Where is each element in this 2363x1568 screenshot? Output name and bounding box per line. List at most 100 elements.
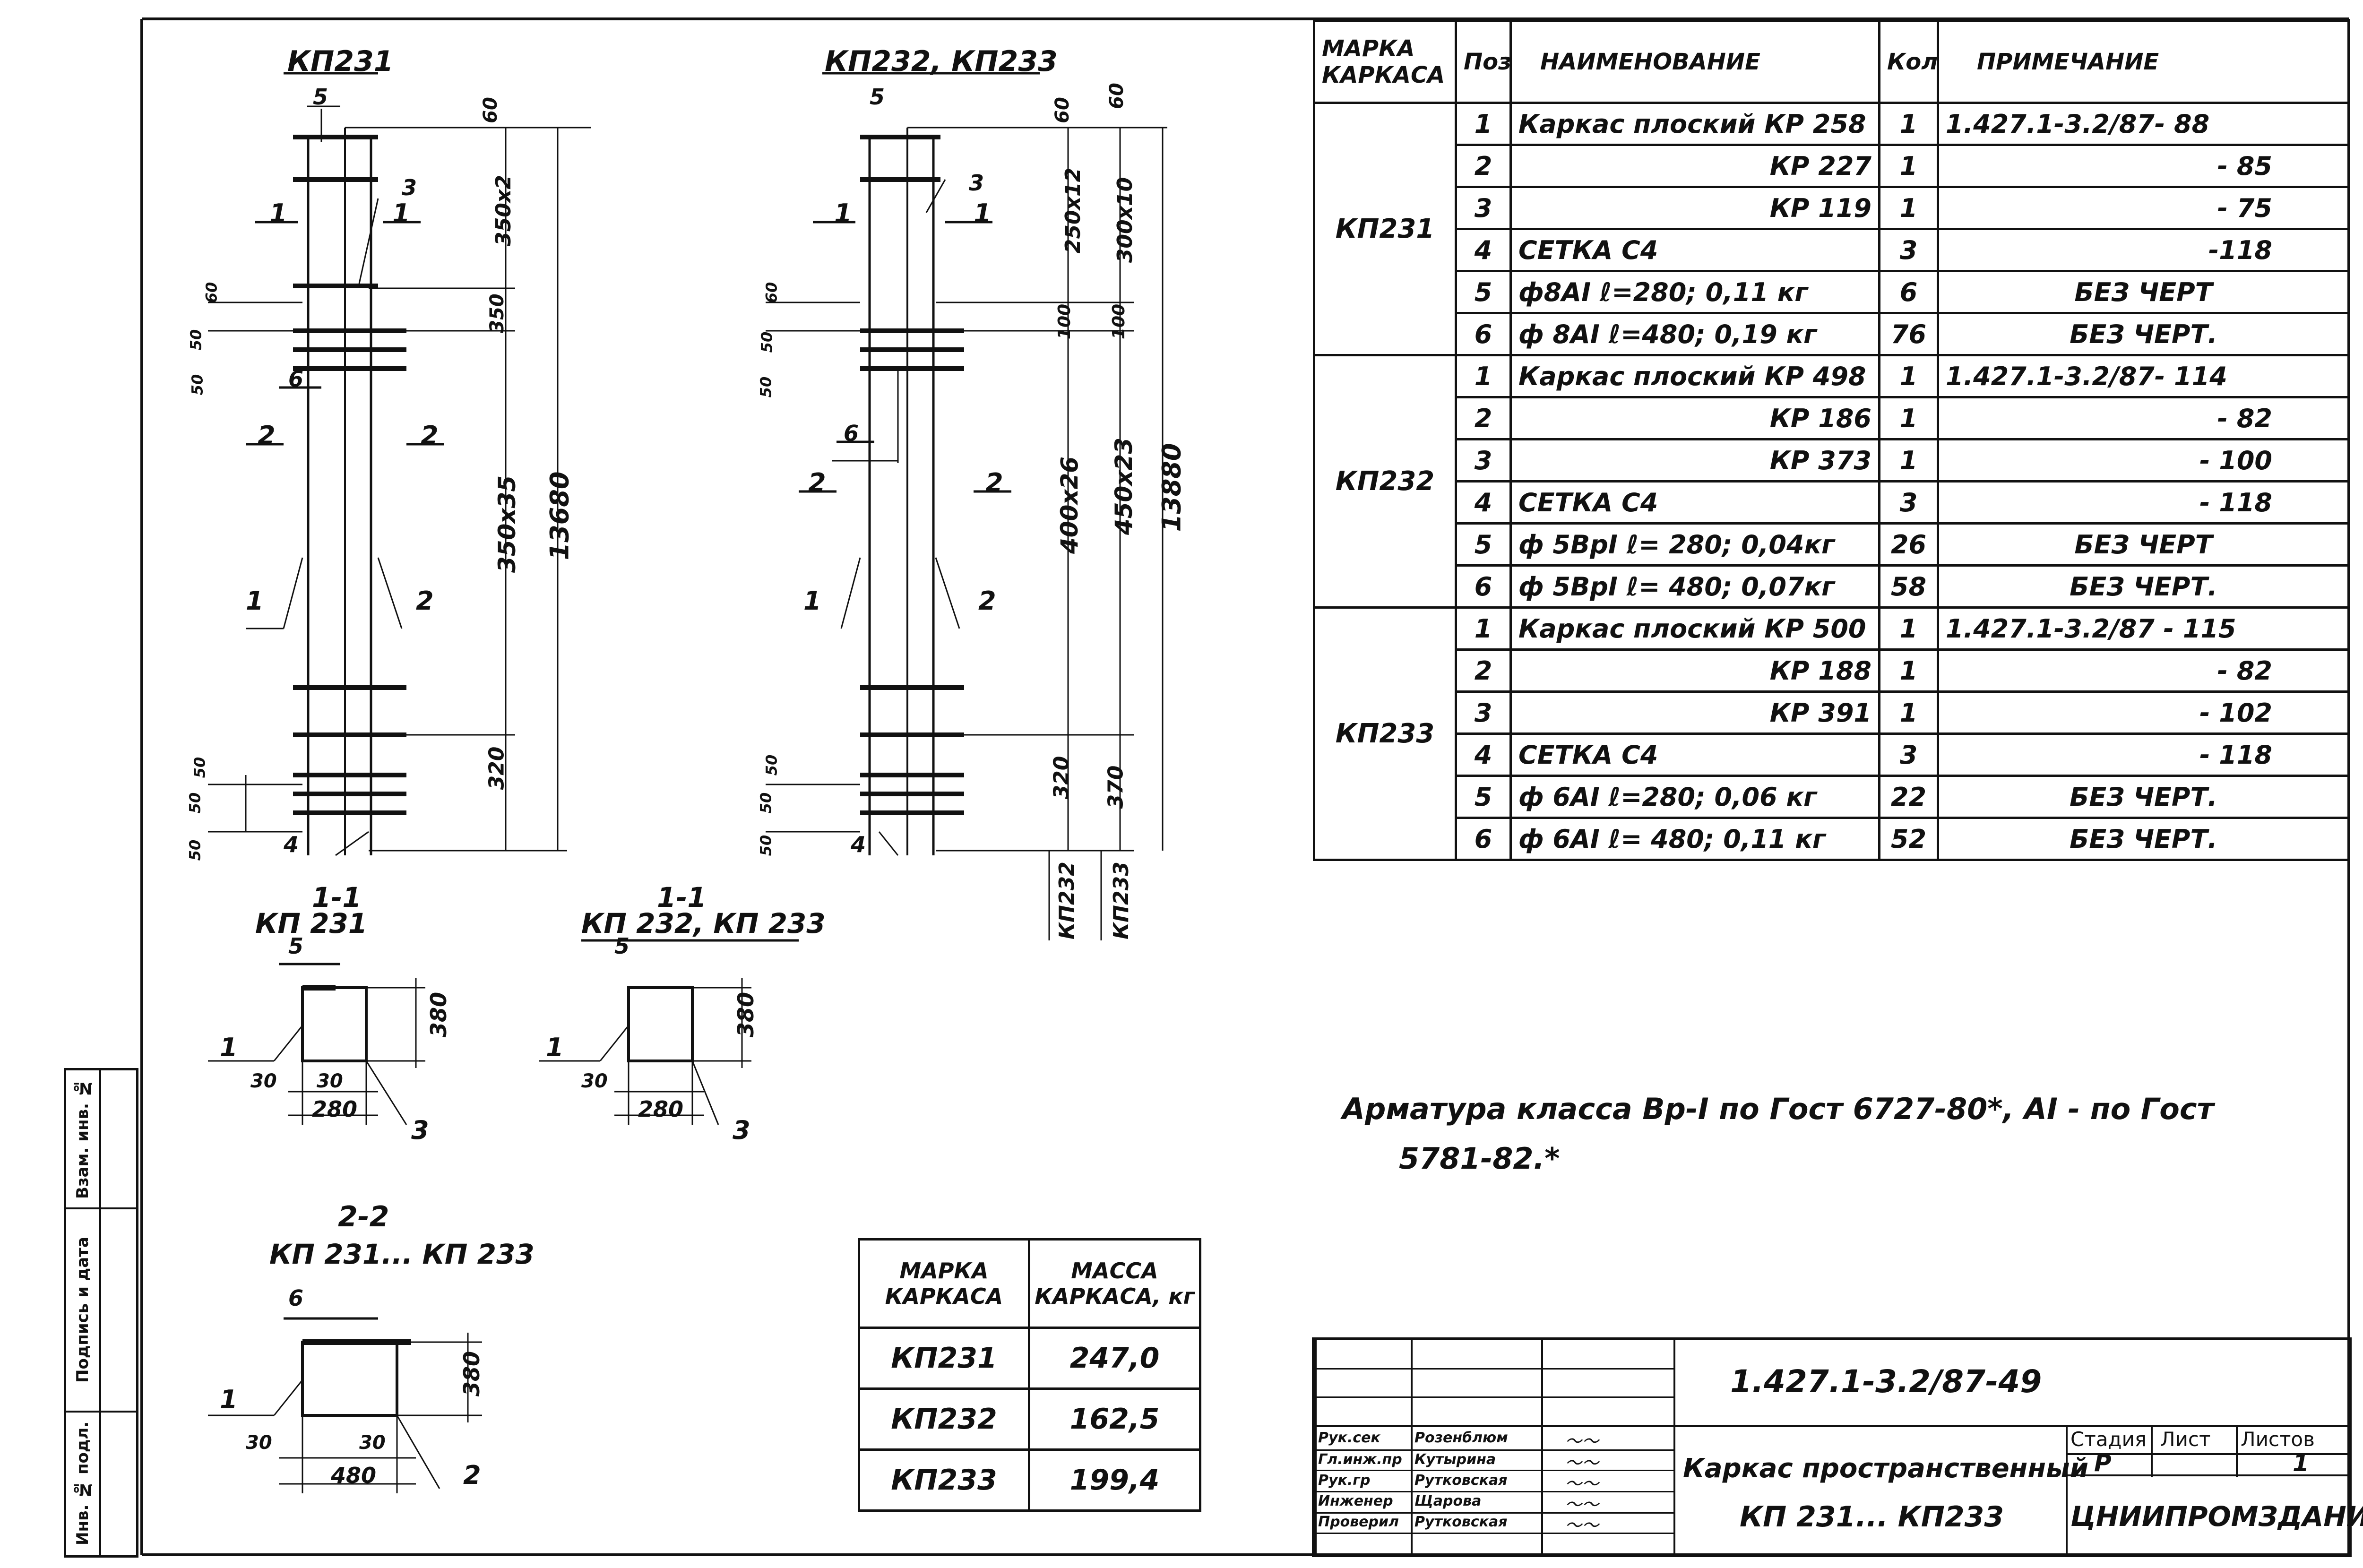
elev2-dl50: 50 — [758, 331, 776, 353]
mass-mass-cell: 199,4 — [1028, 1448, 1201, 1512]
elev1-sec2a: 2 — [258, 421, 276, 450]
elev1-d350x35: 350х35 — [493, 475, 521, 573]
signature: 〜〜 — [1565, 1474, 1599, 1494]
elev1-d13680: 13680 — [544, 471, 575, 560]
spec-note-cell: БЕЗ ЧЕРТ. — [1937, 312, 2350, 356]
spec-pos-cell: 1 — [1455, 354, 1512, 398]
spec-pos-cell: 6 — [1455, 564, 1512, 609]
mass-header-mark: МАРКА КАРКАСА — [858, 1238, 1030, 1329]
elev2-d320: 320 — [1049, 756, 1074, 800]
sec22-d380: 380 — [459, 1351, 485, 1397]
section-1-1-kp231 — [208, 963, 425, 1125]
spec-note-cell: - 102 — [1937, 690, 2350, 735]
mass-mark-cell: КП232 — [858, 1387, 1030, 1451]
staff-role: Инженер — [1318, 1493, 1393, 1509]
spec-note-cell: - 82 — [1937, 648, 2350, 693]
spec-header-qty: Кол. — [1878, 20, 1939, 104]
mass-mark-cell: КП233 — [858, 1448, 1030, 1512]
elev1-pos6: 6 — [288, 366, 304, 392]
spec-mark-cell: КП233 — [1313, 606, 1457, 861]
elev2-kp232: КП232 — [1054, 862, 1079, 939]
sec11b-p1: 1 — [546, 1033, 564, 1062]
spec-name-cell: СЕТКА С4 — [1509, 228, 1880, 272]
sec11b-d30: 30 — [581, 1070, 608, 1092]
elev2-d60b: 60 — [1105, 83, 1128, 109]
mass-mass-cell: 162,5 — [1028, 1387, 1201, 1451]
elev1-pos1: 1 — [246, 586, 264, 616]
sheet-label: Лист — [2160, 1428, 2211, 1451]
spec-name-cell: ф 6АI ℓ=280; 0,06 кг — [1509, 775, 1880, 819]
spec-note-cell: - 100 — [1937, 438, 2350, 482]
spec-pos-cell: 1 — [1455, 102, 1512, 146]
spec-name-cell: ф8АI ℓ=280; 0,11 кг — [1509, 270, 1880, 314]
spec-note-cell: 1.427.1-3.2/87 - 115 — [1937, 606, 2350, 651]
sec11b-title: 1-1 — [657, 881, 707, 913]
spec-pos-cell: 3 — [1455, 438, 1512, 482]
signature: 〜〜 — [1565, 1516, 1599, 1535]
elev2-d400x26: 400х26 — [1056, 456, 1084, 554]
staff-name: Розенблюм — [1414, 1430, 1508, 1446]
spec-note-cell: БЕЗ ЧЕРТ. — [1937, 564, 2350, 609]
staff-name: Рутковская — [1414, 1514, 1508, 1530]
elev2-pos5: 5 — [870, 84, 885, 110]
spec-qty-cell: 76 — [1878, 312, 1939, 356]
spec-name-cell: КР 186 — [1509, 396, 1880, 440]
spec-mark-cell: КП231 — [1313, 102, 1457, 356]
sec11a-d380: 380 — [426, 991, 452, 1038]
sheets-value: 1 — [2293, 1449, 2309, 1477]
sec22-d480: 480 — [331, 1463, 377, 1488]
elev1-sec1a: 1 — [269, 198, 287, 228]
spec-header-name: НАИМЕНОВАНИЕ — [1509, 20, 1880, 104]
spec-qty-cell: 22 — [1878, 775, 1939, 819]
spec-note-cell: - 118 — [1937, 732, 2350, 777]
sec11a-d280: 280 — [312, 1096, 358, 1122]
elev1-pos2: 2 — [416, 586, 434, 616]
elev2-sec2a: 2 — [808, 468, 826, 498]
spec-mark-cell: КП232 — [1313, 354, 1457, 609]
elev1-dl50: 50 — [187, 329, 205, 351]
spec-name-cell: Каркас плоский КР 500 — [1509, 606, 1880, 651]
spec-pos-cell: 3 — [1455, 186, 1512, 230]
org-name: ЦНИИПРОМЗДАНИЙ — [2070, 1500, 2363, 1533]
elev1-pos5: 5 — [313, 84, 328, 110]
note-line2: 5781-82.* — [1399, 1141, 1560, 1176]
spec-qty-cell: 3 — [1878, 228, 1939, 272]
elev2-d370: 370 — [1104, 765, 1128, 809]
spec-pos-cell: 2 — [1455, 144, 1512, 188]
elev2-pos3: 3 — [969, 170, 984, 196]
spec-name-cell: КР 188 — [1509, 648, 1880, 693]
sec11a-sub: КП 231 — [255, 907, 368, 939]
elev2-pos6: 6 — [844, 421, 859, 446]
mass-mark-cell: КП231 — [858, 1327, 1030, 1390]
title-line2: КП 231... КП233 — [1740, 1500, 2004, 1534]
spec-name-cell: КР 119 — [1509, 186, 1880, 230]
sec11a-d30a: 30 — [250, 1070, 277, 1092]
spec-note-cell: БЕЗ ЧЕРТ. — [1937, 817, 2350, 861]
elev2-d100b: 100 — [1109, 303, 1129, 340]
spec-qty-cell: 1 — [1878, 690, 1939, 735]
elev1-d320: 320 — [484, 746, 509, 790]
note-line1: Арматура класса Вр-I по Гост 6727-80*, А… — [1342, 1092, 2214, 1126]
spec-qty-cell: 26 — [1878, 522, 1939, 567]
elevation-kp232-233 — [766, 72, 1167, 940]
sec11b-d280: 280 — [638, 1096, 684, 1122]
stage-label: Стадия — [2070, 1428, 2147, 1451]
spec-pos-cell: 5 — [1455, 522, 1512, 567]
spec-qty-cell: 1 — [1878, 438, 1939, 482]
spec-name-cell: КР 391 — [1509, 690, 1880, 735]
spec-name-cell: ф 8АI ℓ=480; 0,19 кг — [1509, 312, 1880, 356]
spec-name-cell: ф 6АI ℓ= 480; 0,11 кг — [1509, 817, 1880, 861]
spec-note-cell: БЕЗ ЧЕРТ — [1937, 270, 2350, 314]
elev1-dl60: 60 — [202, 282, 221, 303]
sec22-p2: 2 — [463, 1460, 481, 1490]
sec11a-p5: 5 — [288, 933, 304, 959]
sec11a-title: 1-1 — [312, 881, 362, 913]
signature: 〜〜 — [1565, 1432, 1599, 1451]
spec-qty-cell: 1 — [1878, 396, 1939, 440]
